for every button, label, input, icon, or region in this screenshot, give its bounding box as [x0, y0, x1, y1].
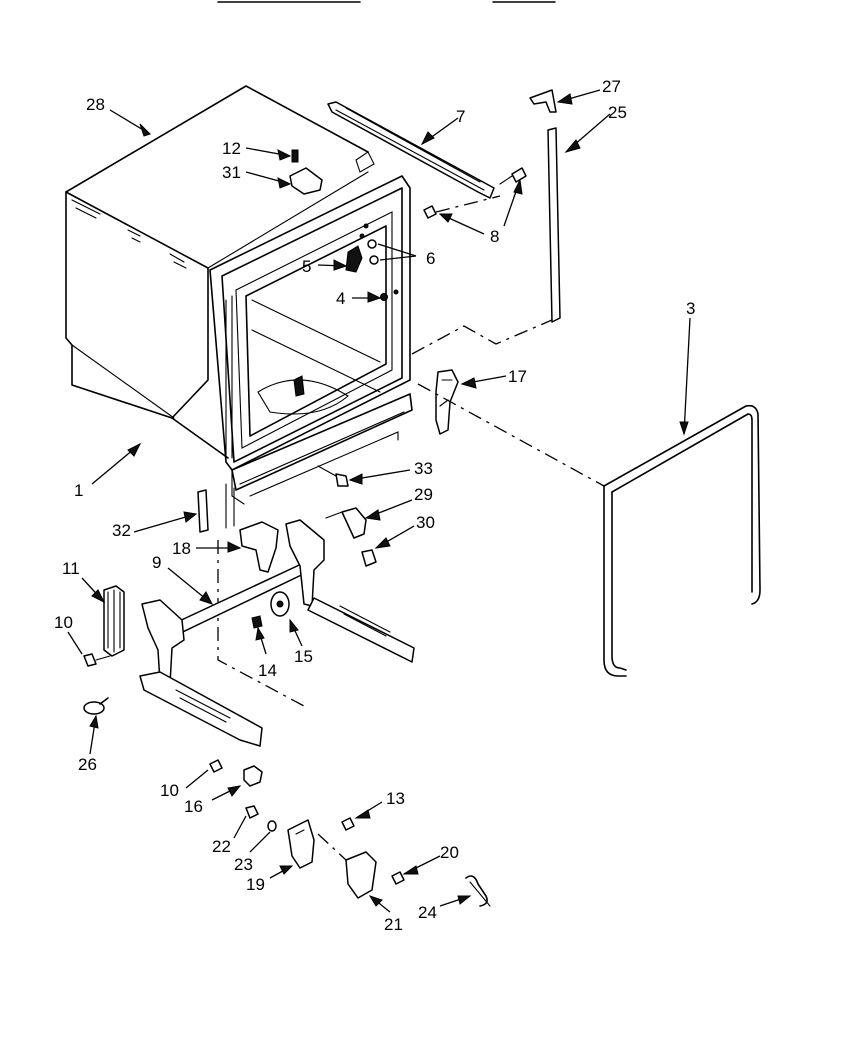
callout-26: 26: [78, 755, 97, 774]
callout-27: 27: [602, 77, 621, 96]
bracket-part-21: [345, 851, 377, 899]
callout-29: 29: [414, 485, 433, 504]
callout-18: 18: [172, 539, 191, 558]
callout-labels: 28 12 31 7 27 25 8 6 5 4 3 17 33 1 29 30…: [54, 77, 695, 934]
callout-11: 11: [62, 559, 80, 578]
door-gasket-part: [603, 404, 761, 677]
callout-9: 9: [152, 553, 161, 572]
assembly-line-gasket: [417, 383, 605, 487]
leveling-leg-part-26: [83, 697, 109, 715]
leader-lines: [67, 89, 691, 913]
callout-10-lower: 10: [160, 781, 179, 800]
callout-30: 30: [416, 513, 435, 532]
callout-3: 3: [686, 299, 695, 318]
callout-24: 24: [418, 903, 437, 922]
callout-22: 22: [212, 837, 231, 856]
callout-21: 21: [384, 915, 403, 934]
nut-part-16: [243, 765, 263, 787]
callout-23: 23: [234, 855, 253, 874]
assembly-line-strip: [411, 319, 553, 355]
clip-part-29: [325, 507, 377, 567]
callout-4: 4: [336, 289, 345, 308]
callout-5: 5: [302, 257, 311, 276]
callout-32: 32: [112, 521, 131, 540]
callout-33: 33: [414, 459, 433, 478]
small-screws-lower: [245, 805, 405, 885]
assembly-line-box: [217, 540, 305, 707]
callout-10-upper: 10: [54, 613, 73, 632]
callout-14: 14: [258, 661, 277, 680]
callout-1: 1: [74, 481, 83, 500]
callout-7: 7: [456, 107, 465, 126]
callout-28: 28: [86, 95, 105, 114]
callout-16: 16: [184, 797, 203, 816]
callout-20: 20: [440, 843, 459, 862]
wheel-part-15: [251, 591, 290, 629]
bracket-part-19: [287, 819, 315, 869]
side-strip-part: [529, 89, 561, 323]
callout-8: 8: [490, 227, 499, 246]
callout-25: 25: [608, 103, 627, 122]
hinge-part-18: [225, 483, 279, 573]
frame-small-parts: [289, 149, 399, 487]
callout-6: 6: [426, 249, 435, 268]
tub-front-frame: [209, 151, 413, 505]
screws-part-10: [83, 653, 223, 773]
strip-part-32: [197, 489, 209, 533]
callout-15: 15: [294, 647, 313, 666]
callout-17: 17: [508, 367, 527, 386]
hinge-part-17: [435, 369, 459, 435]
bracket-part-11: [103, 585, 125, 657]
callout-13: 13: [386, 789, 405, 808]
base-frame-part: [139, 519, 415, 747]
callout-31: 31: [222, 163, 241, 182]
callout-19: 19: [246, 875, 265, 894]
tub-wrapper-part: [65, 85, 369, 459]
clip-part-24: [465, 875, 491, 907]
top-rail-part: [327, 101, 495, 199]
screws-part-8: [423, 167, 527, 219]
callout-12: 12: [222, 139, 241, 158]
